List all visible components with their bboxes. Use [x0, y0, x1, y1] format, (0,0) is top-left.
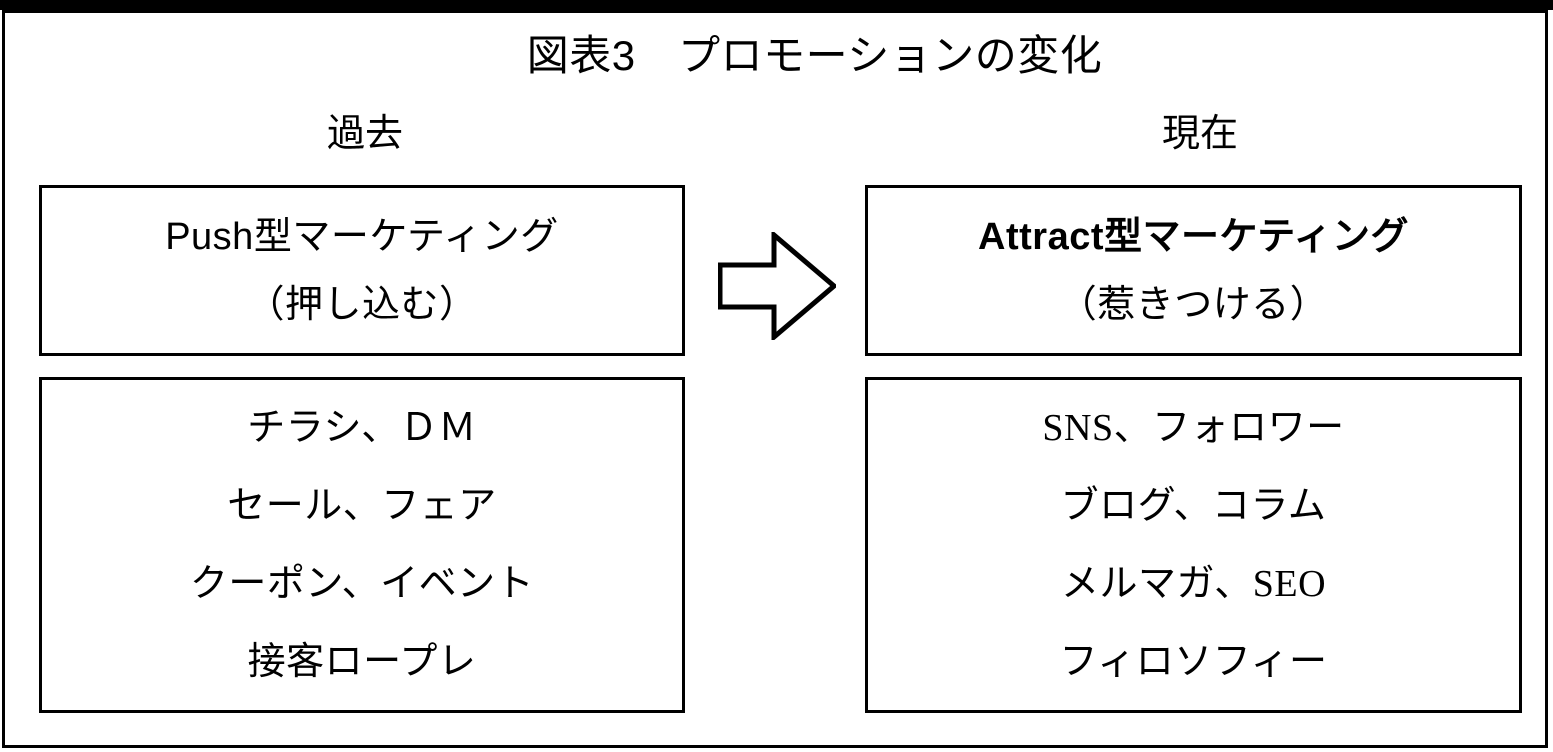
present-headline-line-1: Attract型マーケティング — [978, 215, 1409, 258]
figure-title: 図表3 プロモーションの変化 — [0, 28, 1553, 84]
box-present-headline: Attract型マーケティング （惹きつける） — [865, 185, 1522, 356]
box-past-headline: Push型マーケティング （押し込む） — [39, 185, 685, 356]
present-item-3: メルマガ、SEO — [1060, 563, 1327, 605]
column-label-present: 現在 — [1161, 113, 1238, 155]
column-label-past: 過去 — [326, 113, 403, 155]
figure-title-text: 図表3 プロモーションの変化 — [526, 32, 1103, 79]
past-item-2: セール、フェア — [227, 485, 497, 527]
past-headline-line-2: （押し込む） — [246, 283, 478, 326]
box-present-items: SNS、フォロワー ブログ、コラム メルマガ、SEO フィロソフィー — [865, 377, 1522, 713]
block-arrow-right-icon — [718, 232, 836, 340]
present-item-1: SNS、フォロワー — [1042, 407, 1345, 449]
present-item-4: フィロソフィー — [1059, 641, 1328, 683]
past-headline-line-1: Push型マーケティング — [165, 215, 559, 258]
present-item-2: ブログ、コラム — [1060, 485, 1327, 527]
past-item-3: クーポン、イベント — [189, 563, 535, 605]
box-past-items: チラシ、ＤＭ セール、フェア クーポン、イベント 接客ロープレ — [39, 377, 685, 713]
present-headline-line-2: （惹きつける） — [1058, 283, 1329, 326]
past-item-1: チラシ、ＤＭ — [247, 407, 477, 449]
top-black-band — [0, 0, 1553, 10]
past-item-4: 接客ロープレ — [247, 641, 477, 683]
